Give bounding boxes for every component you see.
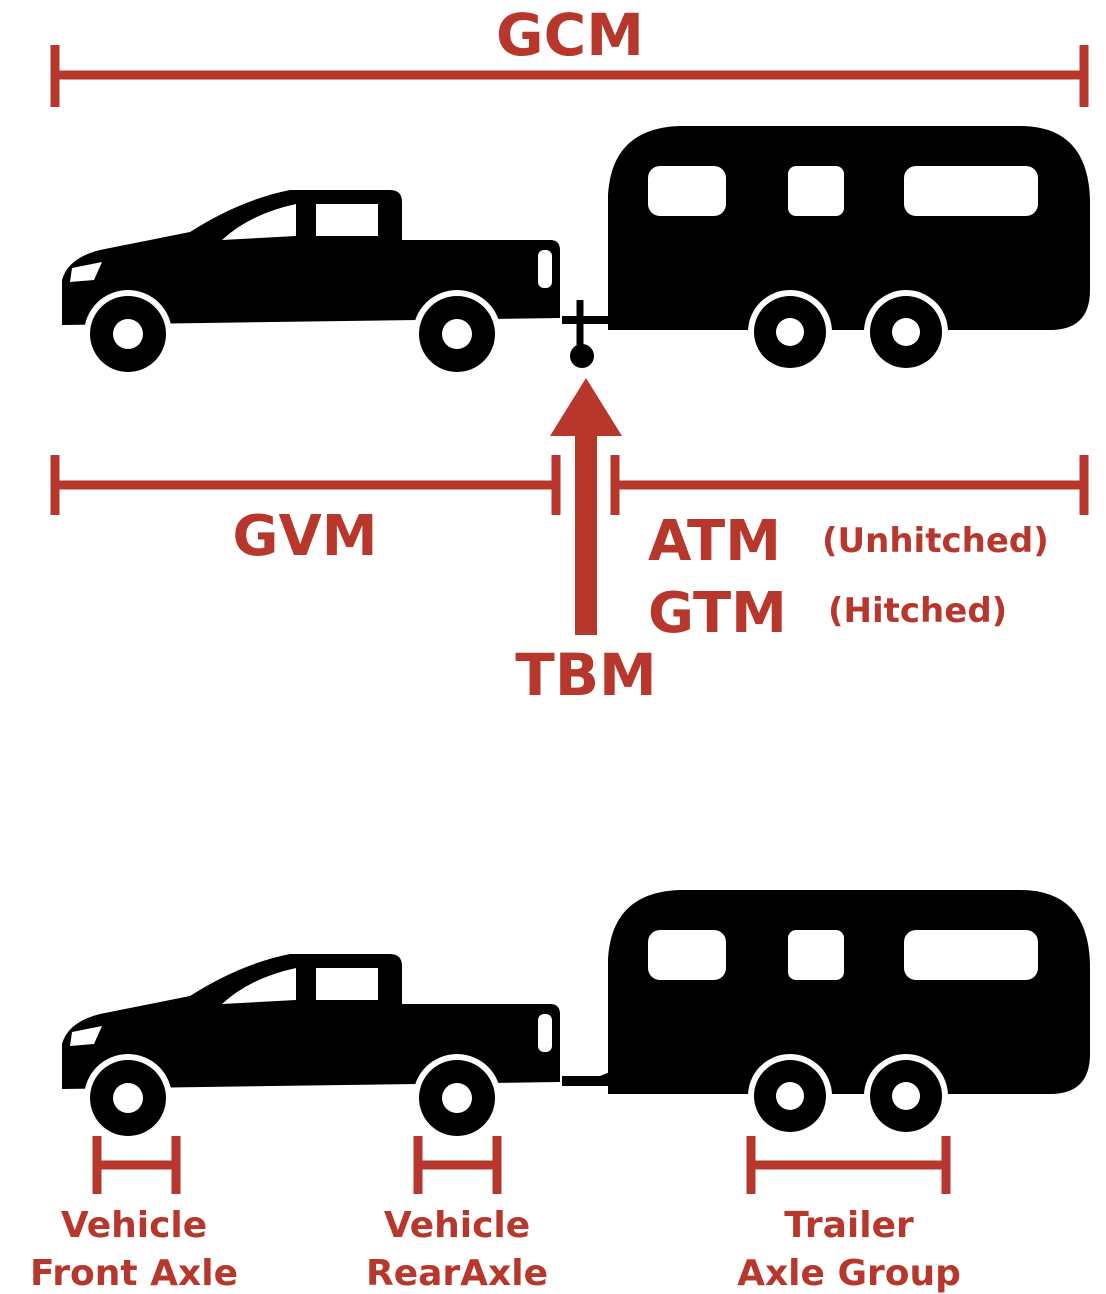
atm-gtm-range-bar	[610, 455, 1089, 515]
atm-label: ATM	[648, 509, 781, 574]
ute-icon	[62, 954, 560, 1142]
tbm-arrow	[550, 378, 622, 635]
atm-note: (Unhitched)	[822, 521, 1049, 561]
gtm-label: GTM	[648, 581, 787, 646]
gcm-label: GCM	[496, 1, 644, 69]
trailer-axle-label-line1: Trailer	[784, 1205, 914, 1246]
gcm-range-bar	[50, 45, 1089, 107]
gtm-note: (Hitched)	[828, 591, 1007, 631]
rear-axle-bar	[413, 1136, 502, 1194]
caravan-icon	[608, 890, 1090, 1138]
front-axle-label-line1: Vehicle	[61, 1205, 207, 1246]
ute-icon	[62, 190, 560, 378]
front-axle-label-line2: Front Axle	[30, 1253, 238, 1294]
tbm-label: TBM	[515, 641, 657, 709]
rear-axle-label-line2: RearAxle	[366, 1253, 548, 1294]
rear-axle-label-line1: Vehicle	[384, 1205, 530, 1246]
front-axle-bar	[92, 1136, 181, 1194]
tow-hitch-icon	[562, 300, 620, 368]
trailer-axle-label-line2: Axle Group	[737, 1253, 961, 1294]
gvm-range-bar	[50, 455, 561, 515]
trailer-axle-bar	[746, 1136, 951, 1194]
caravan-icon	[608, 126, 1090, 374]
gvm-label: GVM	[232, 504, 377, 569]
drawbar	[562, 1068, 620, 1086]
